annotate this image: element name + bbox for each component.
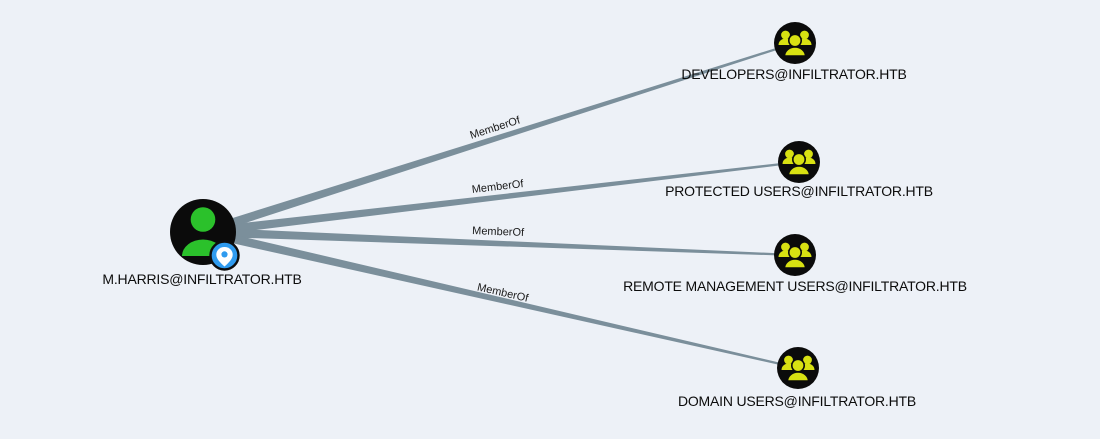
node-label-protected-users[interactable]: PROTECTED USERS@INFILTRATOR.HTB [665,183,933,199]
node-group-domain-users[interactable]: DOMAIN USERS@INFILTRATOR.HTB [678,347,916,409]
node-label-developers[interactable]: DEVELOPERS@INFILTRATOR.HTB [681,66,906,82]
node-label-domain-users[interactable]: DOMAIN USERS@INFILTRATOR.HTB [678,393,916,409]
node-group-protected-users[interactable]: PROTECTED USERS@INFILTRATOR.HTB [665,141,933,199]
edge-label-memberof-remote-management-users[interactable]: MemberOf [472,225,525,239]
edge-memberof-remote-management-users[interactable] [202,227,796,257]
node-label-m-harris[interactable]: M.HARRIS@INFILTRATOR.HTB [102,271,301,287]
edge-memberof-developers[interactable] [201,42,796,237]
node-group-developers[interactable]: DEVELOPERS@INFILTRATOR.HTB [681,22,907,82]
node-group-remote-management-users[interactable]: REMOTE MANAGEMENT USERS@INFILTRATOR.HTB [623,234,967,294]
edge-memberof-domain-users[interactable] [202,227,799,369]
node-user-m-harris[interactable]: M.HARRIS@INFILTRATOR.HTB [102,199,302,287]
location-pin-icon [209,240,240,271]
edge-layer [201,42,800,369]
node-label-remote-management-users[interactable]: REMOTE MANAGEMENT USERS@INFILTRATOR.HTB [623,278,967,294]
edge-memberof-protected-users[interactable] [202,161,800,237]
